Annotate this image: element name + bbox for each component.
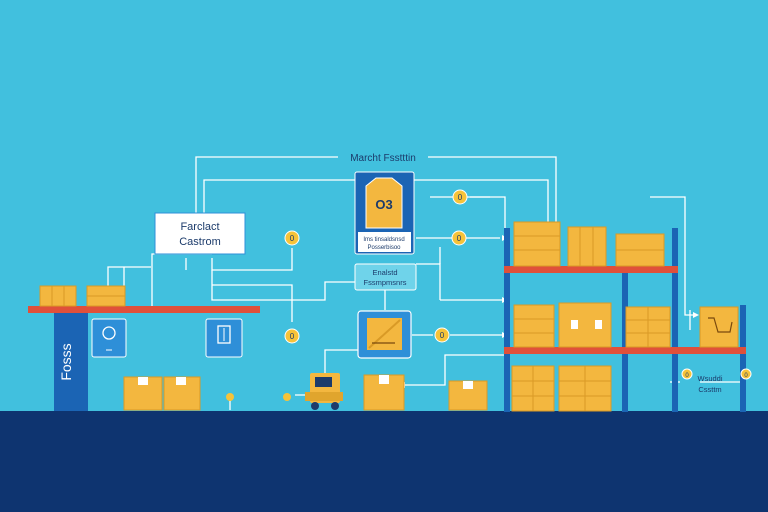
factory-node-line1: Farclact xyxy=(180,221,219,233)
rack-shelf xyxy=(504,266,678,273)
badge-icon xyxy=(284,328,300,344)
factory-node xyxy=(154,212,246,255)
door-icon xyxy=(217,325,231,344)
top-flow-label-bg xyxy=(338,150,428,164)
box xyxy=(513,304,555,348)
connector-line xyxy=(650,196,697,316)
pillar-label: Fosss xyxy=(58,343,74,380)
connector-line xyxy=(211,270,355,301)
rack-boxes xyxy=(511,221,739,412)
svg-text:0: 0 xyxy=(744,373,748,379)
connector-line xyxy=(203,179,355,213)
badge-icon xyxy=(226,393,234,401)
flow-badges: 0 0 0 0 0 0 0 xyxy=(226,189,752,401)
svg-text:0: 0 xyxy=(685,373,689,379)
svg-text:0: 0 xyxy=(440,331,445,340)
svg-text:0: 0 xyxy=(290,332,295,341)
badge-icon xyxy=(681,368,693,380)
flow-lines xyxy=(107,156,740,410)
badge-icon xyxy=(283,393,291,401)
cart-icon xyxy=(699,306,739,348)
badge-icon xyxy=(434,327,450,343)
svg-text:0: 0 xyxy=(457,234,462,243)
connector-line xyxy=(212,284,293,322)
connector-line xyxy=(416,263,441,300)
box xyxy=(567,226,607,267)
box xyxy=(513,221,561,267)
mid-node-line2: Fssmpmsnrs xyxy=(364,278,407,287)
mid-node xyxy=(354,263,417,291)
hub-node-label-bg xyxy=(358,232,411,252)
person-tile xyxy=(91,318,127,358)
tag-icon xyxy=(365,177,403,229)
connector-line xyxy=(151,253,212,308)
arrow-icon xyxy=(693,312,699,318)
truck-icon xyxy=(305,373,343,410)
hub-node-line2: Posserbisoo xyxy=(367,245,401,251)
connector-line xyxy=(211,248,293,271)
badge-icon xyxy=(740,368,752,380)
left-platform-shelf xyxy=(28,306,260,313)
box xyxy=(39,285,77,307)
svg-text:0: 0 xyxy=(290,234,295,243)
badge-icon xyxy=(284,230,300,246)
badge-icon xyxy=(451,230,467,246)
floor-boxes xyxy=(123,374,488,411)
right-node-line2: Cssttm xyxy=(698,385,721,394)
left-pillar xyxy=(54,313,88,411)
right-node-line1: Wsuddi xyxy=(697,374,722,383)
rack-shelf xyxy=(504,347,746,354)
mid-node-line1: Enalstd xyxy=(372,268,397,277)
connector-line xyxy=(430,196,506,300)
person-icon xyxy=(102,326,116,340)
connector-line xyxy=(195,156,346,213)
badge-icon xyxy=(452,189,468,205)
connector-line xyxy=(405,354,505,386)
storage-rack xyxy=(504,228,746,412)
top-flow-label: Marcht Fsstttin xyxy=(350,153,416,164)
svg-text:0: 0 xyxy=(458,193,463,202)
platform-boxes xyxy=(39,285,126,307)
door-tile xyxy=(205,318,243,358)
floor xyxy=(0,411,768,512)
hub-icon-label: O3 xyxy=(375,197,392,212)
box xyxy=(558,302,612,348)
hub-node-line1: Ims tinsaldsnsd xyxy=(363,237,404,243)
factory-node-line2: Castrom xyxy=(179,236,221,248)
